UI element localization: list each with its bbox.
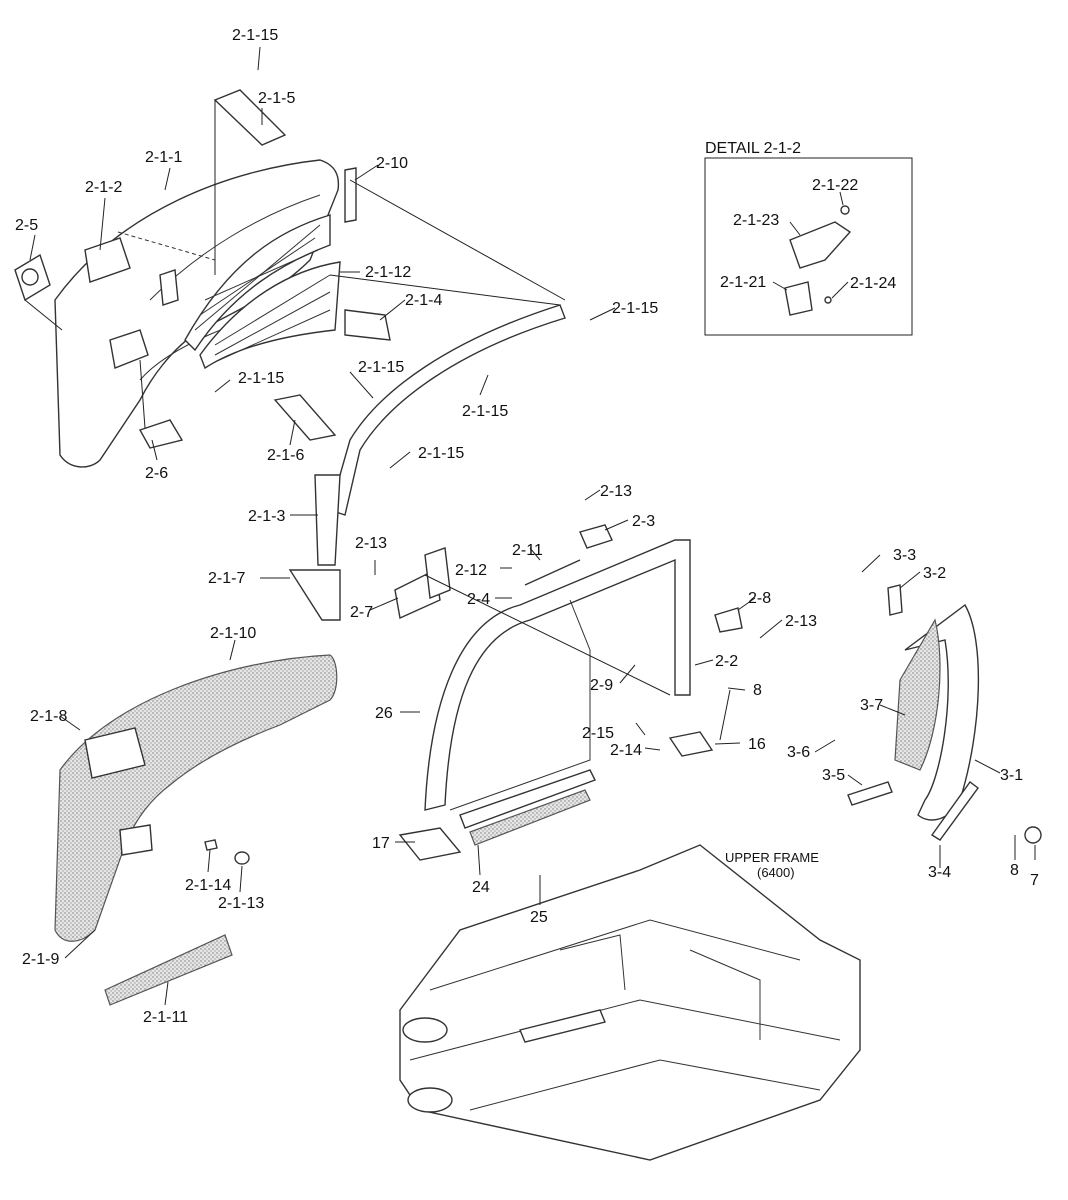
hood-cover	[54, 159, 340, 468]
frame-bracket-2-7	[394, 547, 451, 620]
callout-2-1-3: 2-1-3	[248, 508, 285, 525]
callout-3-6: 3-6	[787, 744, 810, 761]
callout-25: 25	[530, 909, 548, 926]
callout-2-1-15-e: 2-1-15	[462, 403, 508, 420]
callout-2-1-15-d: 2-1-15	[238, 370, 284, 387]
callout-2-14: 2-14	[610, 742, 642, 759]
callout-2-1-15-f: 2-1-15	[418, 445, 464, 462]
callout-2-1-24: 2-1-24	[850, 275, 896, 292]
callout-2-1-12: 2-1-12	[365, 264, 411, 281]
callout-2-1-15-b: 2-1-15	[612, 300, 658, 317]
callout-2-3: 2-3	[632, 513, 655, 530]
callout-2-12: 2-12	[455, 562, 487, 579]
callout-2-5: 2-5	[15, 217, 38, 234]
hood-side-strip	[344, 167, 357, 223]
plate-17	[398, 827, 462, 861]
callout-2-13-c: 2-13	[785, 613, 817, 630]
callout-7: 7	[1030, 872, 1039, 889]
callout-2-13-b: 2-13	[355, 535, 387, 552]
callout-2-11: 2-11	[512, 542, 543, 559]
callout-3-2: 3-2	[923, 565, 946, 582]
callout-2-4: 2-4	[467, 591, 490, 608]
latch-bracket-2-6	[138, 359, 184, 449]
cap-7	[1024, 826, 1042, 844]
callout-2-1-8: 2-1-8	[30, 708, 67, 725]
callout-2-1-7: 2-1-7	[208, 570, 245, 587]
callout-2-1-15-c: 2-1-15	[358, 359, 404, 376]
callout-2-2: 2-2	[715, 653, 738, 670]
hood-mount-bracket-top	[213, 89, 287, 275]
callout-2-10: 2-10	[376, 155, 408, 172]
insulation-strip-2-1-11	[104, 934, 233, 1006]
side-screen-3-7	[894, 618, 941, 771]
rear-frame	[424, 539, 691, 846]
callout-3-7: 3-7	[860, 697, 883, 714]
callout-24: 24	[472, 879, 490, 896]
callout-2-6: 2-6	[145, 465, 168, 482]
hood-support-rail	[288, 304, 566, 621]
rod-2-11	[524, 559, 581, 586]
callout-26: 26	[375, 705, 393, 722]
hinge-2-3	[579, 524, 613, 549]
bracket-2-8	[714, 607, 743, 633]
louver-panel	[199, 261, 341, 370]
callout-2-9: 2-9	[590, 677, 613, 694]
callout-2-15: 2-15	[582, 725, 614, 742]
callout-17: 17	[372, 835, 390, 852]
rail-mount-bracket	[273, 309, 391, 441]
callout-2-1-6: 2-1-6	[267, 447, 304, 464]
hood-louver-grille	[184, 214, 331, 352]
detail-cover	[789, 221, 852, 269]
detail-bracket	[784, 281, 813, 316]
callout-2-7: 2-7	[350, 604, 373, 621]
callout-3-4: 3-4	[928, 864, 951, 881]
leader-lines	[29, 46, 1036, 1006]
callout-2-1-14: 2-1-14	[185, 877, 231, 894]
callout-labels: 2-1-15 2-1-5 2-1-1 2-1-2 2-10 2-5 2-1-12…	[15, 27, 1039, 1026]
callout-2-1-23: 2-1-23	[733, 212, 779, 229]
insulation-pad	[54, 654, 338, 942]
callout-2-8: 2-8	[748, 590, 771, 607]
callout-2-1-2: 2-1-2	[85, 179, 122, 196]
edge-trim-3-4	[930, 781, 979, 841]
detail-box-title: DETAIL 2-1-2	[705, 140, 801, 157]
callout-2-1-5: 2-1-5	[258, 90, 295, 107]
callout-2-1-21: 2-1-21	[720, 274, 766, 291]
callout-8: 8	[753, 682, 762, 699]
callout-2-1-1: 2-1-1	[145, 149, 182, 166]
hood-access-panel	[84, 237, 131, 283]
callout-8-b: 8	[1010, 862, 1019, 879]
gas-spring-2-5	[14, 253, 63, 331]
callout-3-3: 3-3	[893, 547, 916, 564]
callout-2-1-4: 2-1-4	[405, 292, 442, 309]
callout-2-1-9: 2-1-9	[22, 951, 59, 968]
upper-frame	[399, 844, 861, 1161]
callout-2-1-11: 2-1-11	[143, 1009, 188, 1026]
detail-2-1-2-box	[704, 157, 913, 336]
callout-2-1-15: 2-1-15	[232, 27, 278, 44]
bracket-3-2	[887, 584, 903, 616]
callout-3-5: 3-5	[822, 767, 845, 784]
cap-2-1-13	[234, 851, 250, 865]
callout-2-13: 2-13	[600, 483, 632, 500]
callout-16: 16	[748, 736, 766, 753]
seal-strip-24	[469, 789, 591, 846]
upper-frame-label: UPPER FRAME	[725, 850, 819, 865]
callout-2-1-13: 2-1-13	[218, 895, 264, 912]
side-panel	[847, 584, 1042, 844]
grommet-2-1-14	[204, 839, 218, 851]
rail-end-bracket	[288, 569, 341, 621]
plate-16	[668, 731, 714, 757]
upper-frame-code: (6400)	[757, 865, 795, 880]
stay-3-5	[847, 781, 893, 806]
callout-2-1-22: 2-1-22	[812, 177, 858, 194]
callout-3-1: 3-1	[1000, 767, 1023, 784]
callout-2-1-10: 2-1-10	[210, 625, 256, 642]
